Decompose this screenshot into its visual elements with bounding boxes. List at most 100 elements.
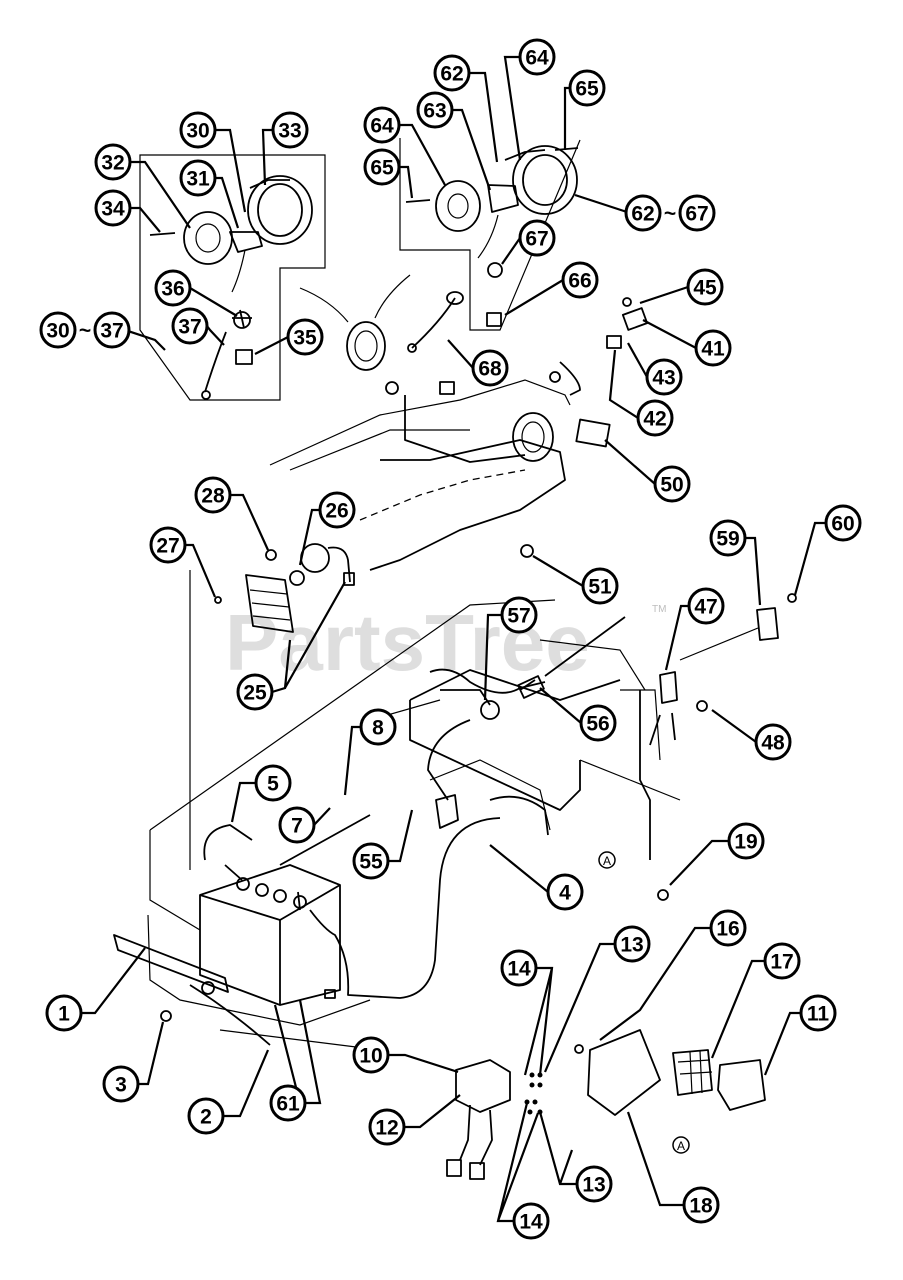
watermark: PartsTree TM [225,598,666,687]
headlight-assembly-right [399,138,581,331]
callout-number: 31 [186,168,210,191]
callout-number: 65 [575,78,599,101]
callout-number: 64 [525,47,549,70]
callout-66: 66 [561,261,599,299]
callout-28: 28 [194,476,232,514]
callout-1: 1 [45,994,83,1032]
callout-number: 41 [701,338,725,361]
callout-68: 68 [471,349,509,387]
callout-number: 2 [200,1106,212,1129]
controller-parts [446,889,766,1180]
callout-number: 5 [267,773,279,796]
callout-number: 17 [770,951,793,974]
callout-number: 34 [101,198,125,221]
callout-3: 3 [102,1065,140,1103]
callout-18: 18 [682,1186,720,1224]
reference-mark-A: A [598,851,616,869]
callout-63: 63 [416,91,454,129]
callout-number: 36 [161,278,184,301]
callout-56: 56 [579,704,617,742]
callout-number: 27 [156,535,179,558]
callout-59: 59 [709,519,747,557]
callout-number: 66 [568,270,591,293]
callout-64: 64 [363,106,401,144]
callout-33: 33 [271,111,309,149]
callout-5: 5 [254,764,292,802]
svg-text:30: 30 [46,320,69,343]
battery-and-cables [113,814,501,1046]
callout-number: 45 [693,277,717,300]
callout-34: 34 [94,189,132,227]
callout-62-to-67: 62~67 [624,194,716,232]
callout-number: 11 [807,1003,830,1026]
callout-number: 19 [734,831,757,854]
callout-number: 47 [694,596,717,619]
callout-8: 8 [359,708,397,746]
callout-16: 16 [709,909,747,947]
callout-65: 65 [363,148,401,186]
callout-14: 14 [512,1202,550,1240]
callout-number: 3 [115,1074,127,1097]
callout-number: 61 [276,1093,300,1116]
svg-text:A: A [603,854,611,868]
callout-number: 13 [620,934,643,957]
svg-text:37: 37 [100,320,123,343]
callout-number: 30 [186,120,209,143]
reference-mark-A: A [672,1136,690,1154]
callout-number: 43 [652,367,675,390]
callout-62: 62 [433,54,471,92]
callout-number: 42 [643,408,666,431]
callout-50: 50 [653,465,691,503]
tractor-body-outline [147,379,681,1051]
callout-31: 31 [179,159,217,197]
callout-number: 56 [586,713,609,736]
callout-number: 18 [689,1195,713,1218]
callout-30-to-37: 30 ~37 [39,311,131,349]
callout-number: 14 [519,1211,543,1234]
svg-text:~: ~ [79,320,91,343]
callout-36: 36 [154,269,192,307]
watermark-trademark: TM [652,604,666,615]
callout-11: 11 [799,994,837,1032]
callout-51: 51 [581,567,619,605]
callout-41: 41 [694,329,732,367]
relay-and-switch [649,593,797,746]
callout-55: 55 [352,842,390,880]
callout-10: 10 [352,1036,390,1074]
callout-number: 4 [559,882,571,905]
callout-13: 13 [575,1165,613,1203]
reference-marks: AA [598,851,690,1154]
callout-number: 63 [423,100,446,123]
callout-4: 4 [546,873,584,911]
callout-67: 67 [518,219,556,257]
callout-7: 7 [278,806,316,844]
callout-17: 17 [763,942,801,980]
callout-number: 26 [325,500,348,523]
callout-number: 32 [101,152,124,175]
callout-19: 19 [727,822,765,860]
callout-number: 62 [440,63,463,86]
callout-number: 13 [582,1174,605,1197]
callout-30: 30 [179,111,217,149]
callout-number: 33 [278,120,301,143]
callout-number: 12 [375,1117,398,1140]
callout-number: 16 [716,918,739,941]
callout-number: 68 [478,358,502,381]
callout-37: 37 [171,307,209,345]
mounted-headlights [299,274,581,462]
callout-2: 2 [187,1097,225,1135]
callout-number: 67 [525,228,548,251]
callout-number: 8 [372,717,384,740]
callout-61: 61 [269,1084,307,1122]
callout-35: 35 [286,318,324,356]
callout-number: 60 [831,513,854,536]
callout-45: 45 [686,268,724,306]
callout-60: 60 [824,504,862,542]
starter-and-wiring [427,616,626,836]
callout-number: 7 [291,815,303,838]
callout-27: 27 [149,526,187,564]
callout-25: 25 [236,673,274,711]
callout-number: 37 [178,316,201,339]
